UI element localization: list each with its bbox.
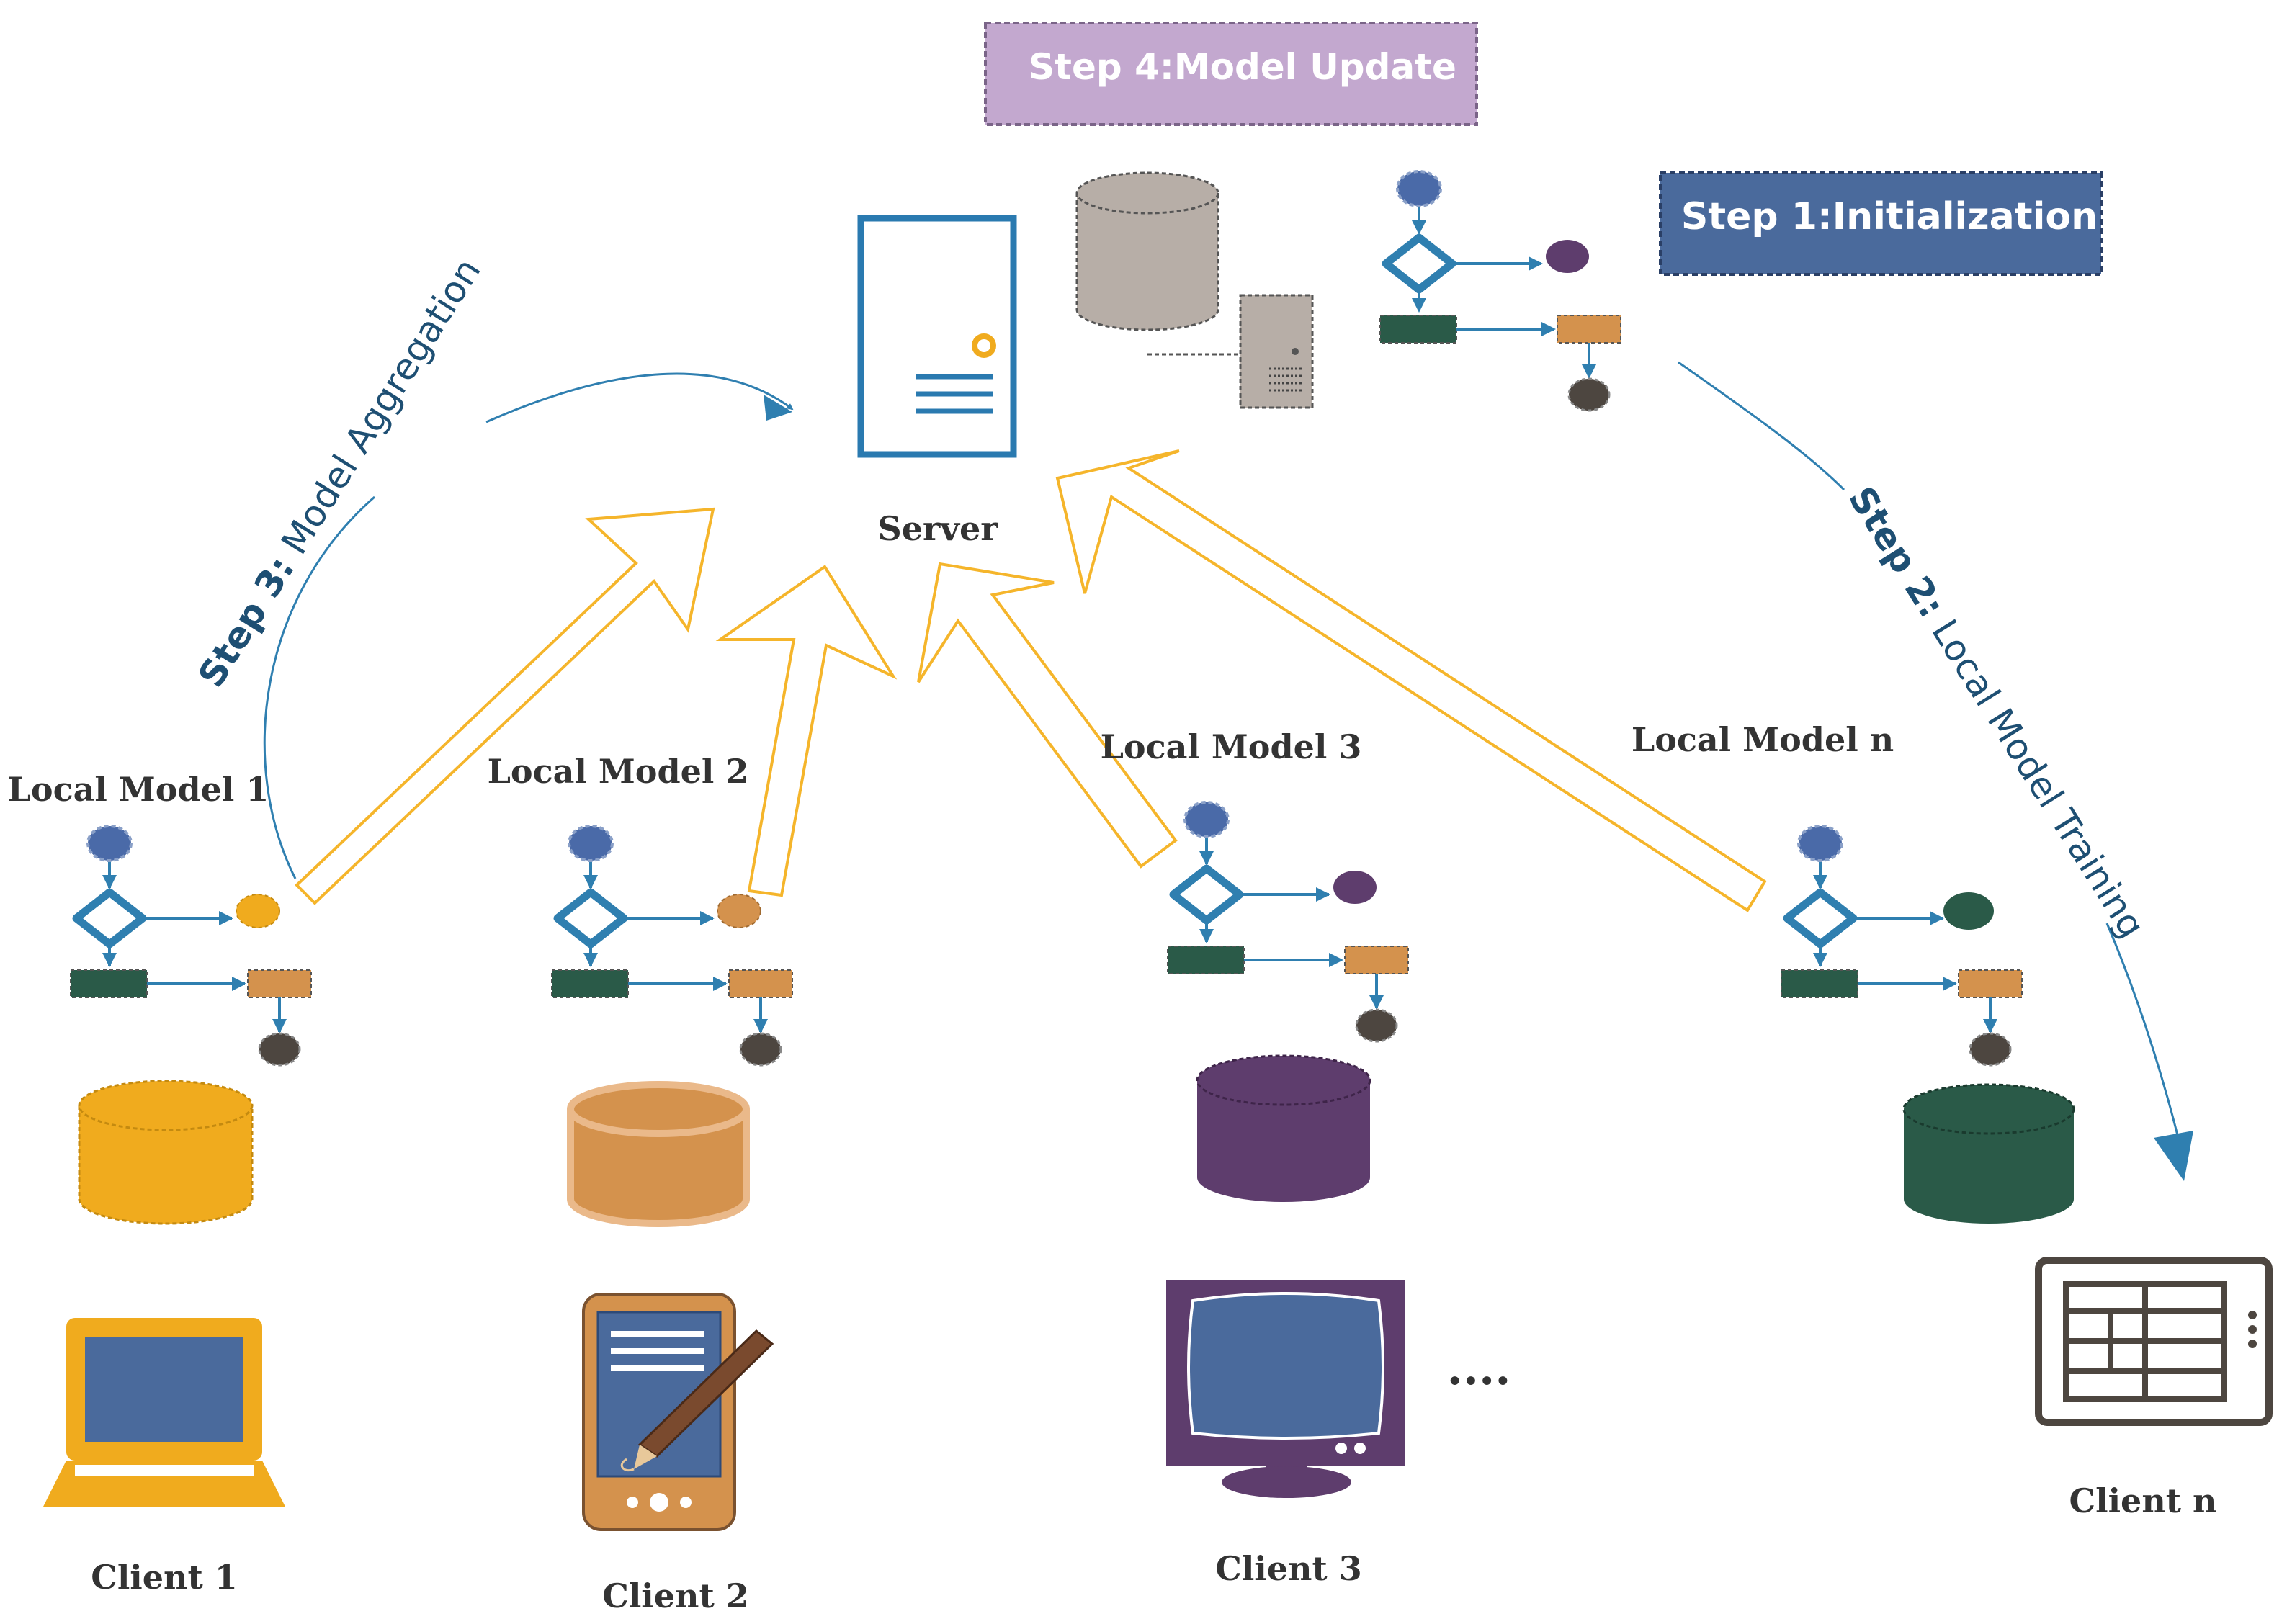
step1-label: Step 1:Initialization bbox=[1681, 195, 2098, 238]
client1-label: Client 1 bbox=[91, 1558, 238, 1597]
local-model-2-flowchart bbox=[552, 826, 792, 1065]
clientn-database-icon bbox=[1902, 1083, 2075, 1224]
step3-arrow-head bbox=[485, 372, 794, 423]
step2-arrow bbox=[1678, 361, 1845, 491]
client2-label: Client 2 bbox=[602, 1576, 749, 1615]
step1-box: Step 1:Initialization bbox=[1659, 171, 2103, 276]
upload-arrow-client1 bbox=[295, 507, 715, 905]
upload-arrow-client2 bbox=[715, 565, 898, 897]
global-model-flowchart bbox=[1380, 171, 1621, 411]
step3-label: Step 3: Model Aggregation bbox=[190, 251, 489, 695]
local-model-3-flowchart bbox=[1168, 802, 1408, 1041]
local-model-1-label: Local Model 1 bbox=[8, 770, 269, 809]
server-database-icon bbox=[1075, 171, 1219, 331]
server-label: Server bbox=[878, 509, 999, 548]
tablet-pen-icon bbox=[582, 1293, 774, 1531]
monitor-icon bbox=[1166, 1280, 1405, 1498]
server-icon bbox=[857, 215, 1017, 458]
laptop-icon bbox=[43, 1318, 285, 1507]
tablet-grid-icon bbox=[2035, 1257, 2273, 1426]
ellipsis: .... bbox=[1446, 1342, 1511, 1396]
step2-arrow-lower bbox=[2105, 923, 2184, 1157]
upload-arrow-clientn bbox=[1055, 449, 1767, 912]
local-model-3-label: Local Model 3 bbox=[1101, 727, 1362, 766]
server-tower-icon bbox=[1239, 294, 1314, 409]
clientn-label: Client n bbox=[2069, 1481, 2217, 1520]
upload-arrows bbox=[295, 449, 1767, 912]
step2-arrowhead-icon bbox=[2154, 1131, 2193, 1181]
local-model-1-flowchart bbox=[71, 826, 311, 1065]
client2-database-icon bbox=[567, 1081, 750, 1227]
step4-box: Step 4:Model Update bbox=[984, 22, 1478, 126]
step2-label: Step 2: Local Model Training bbox=[1840, 480, 2153, 946]
local-model-n-label: Local Model n bbox=[1632, 720, 1894, 759]
local-model-2-label: Local Model 2 bbox=[488, 752, 749, 791]
client3-label: Client 3 bbox=[1215, 1549, 1362, 1588]
client3-database-icon bbox=[1196, 1054, 1371, 1202]
client1-database-icon bbox=[78, 1080, 254, 1225]
step4-label: Step 4:Model Update bbox=[1029, 46, 1456, 88]
upload-arrow-client3 bbox=[917, 562, 1178, 869]
step3-arrowhead-icon bbox=[764, 395, 792, 421]
step3-arrow bbox=[263, 495, 375, 879]
local-model-n-flowchart bbox=[1781, 826, 2022, 1065]
